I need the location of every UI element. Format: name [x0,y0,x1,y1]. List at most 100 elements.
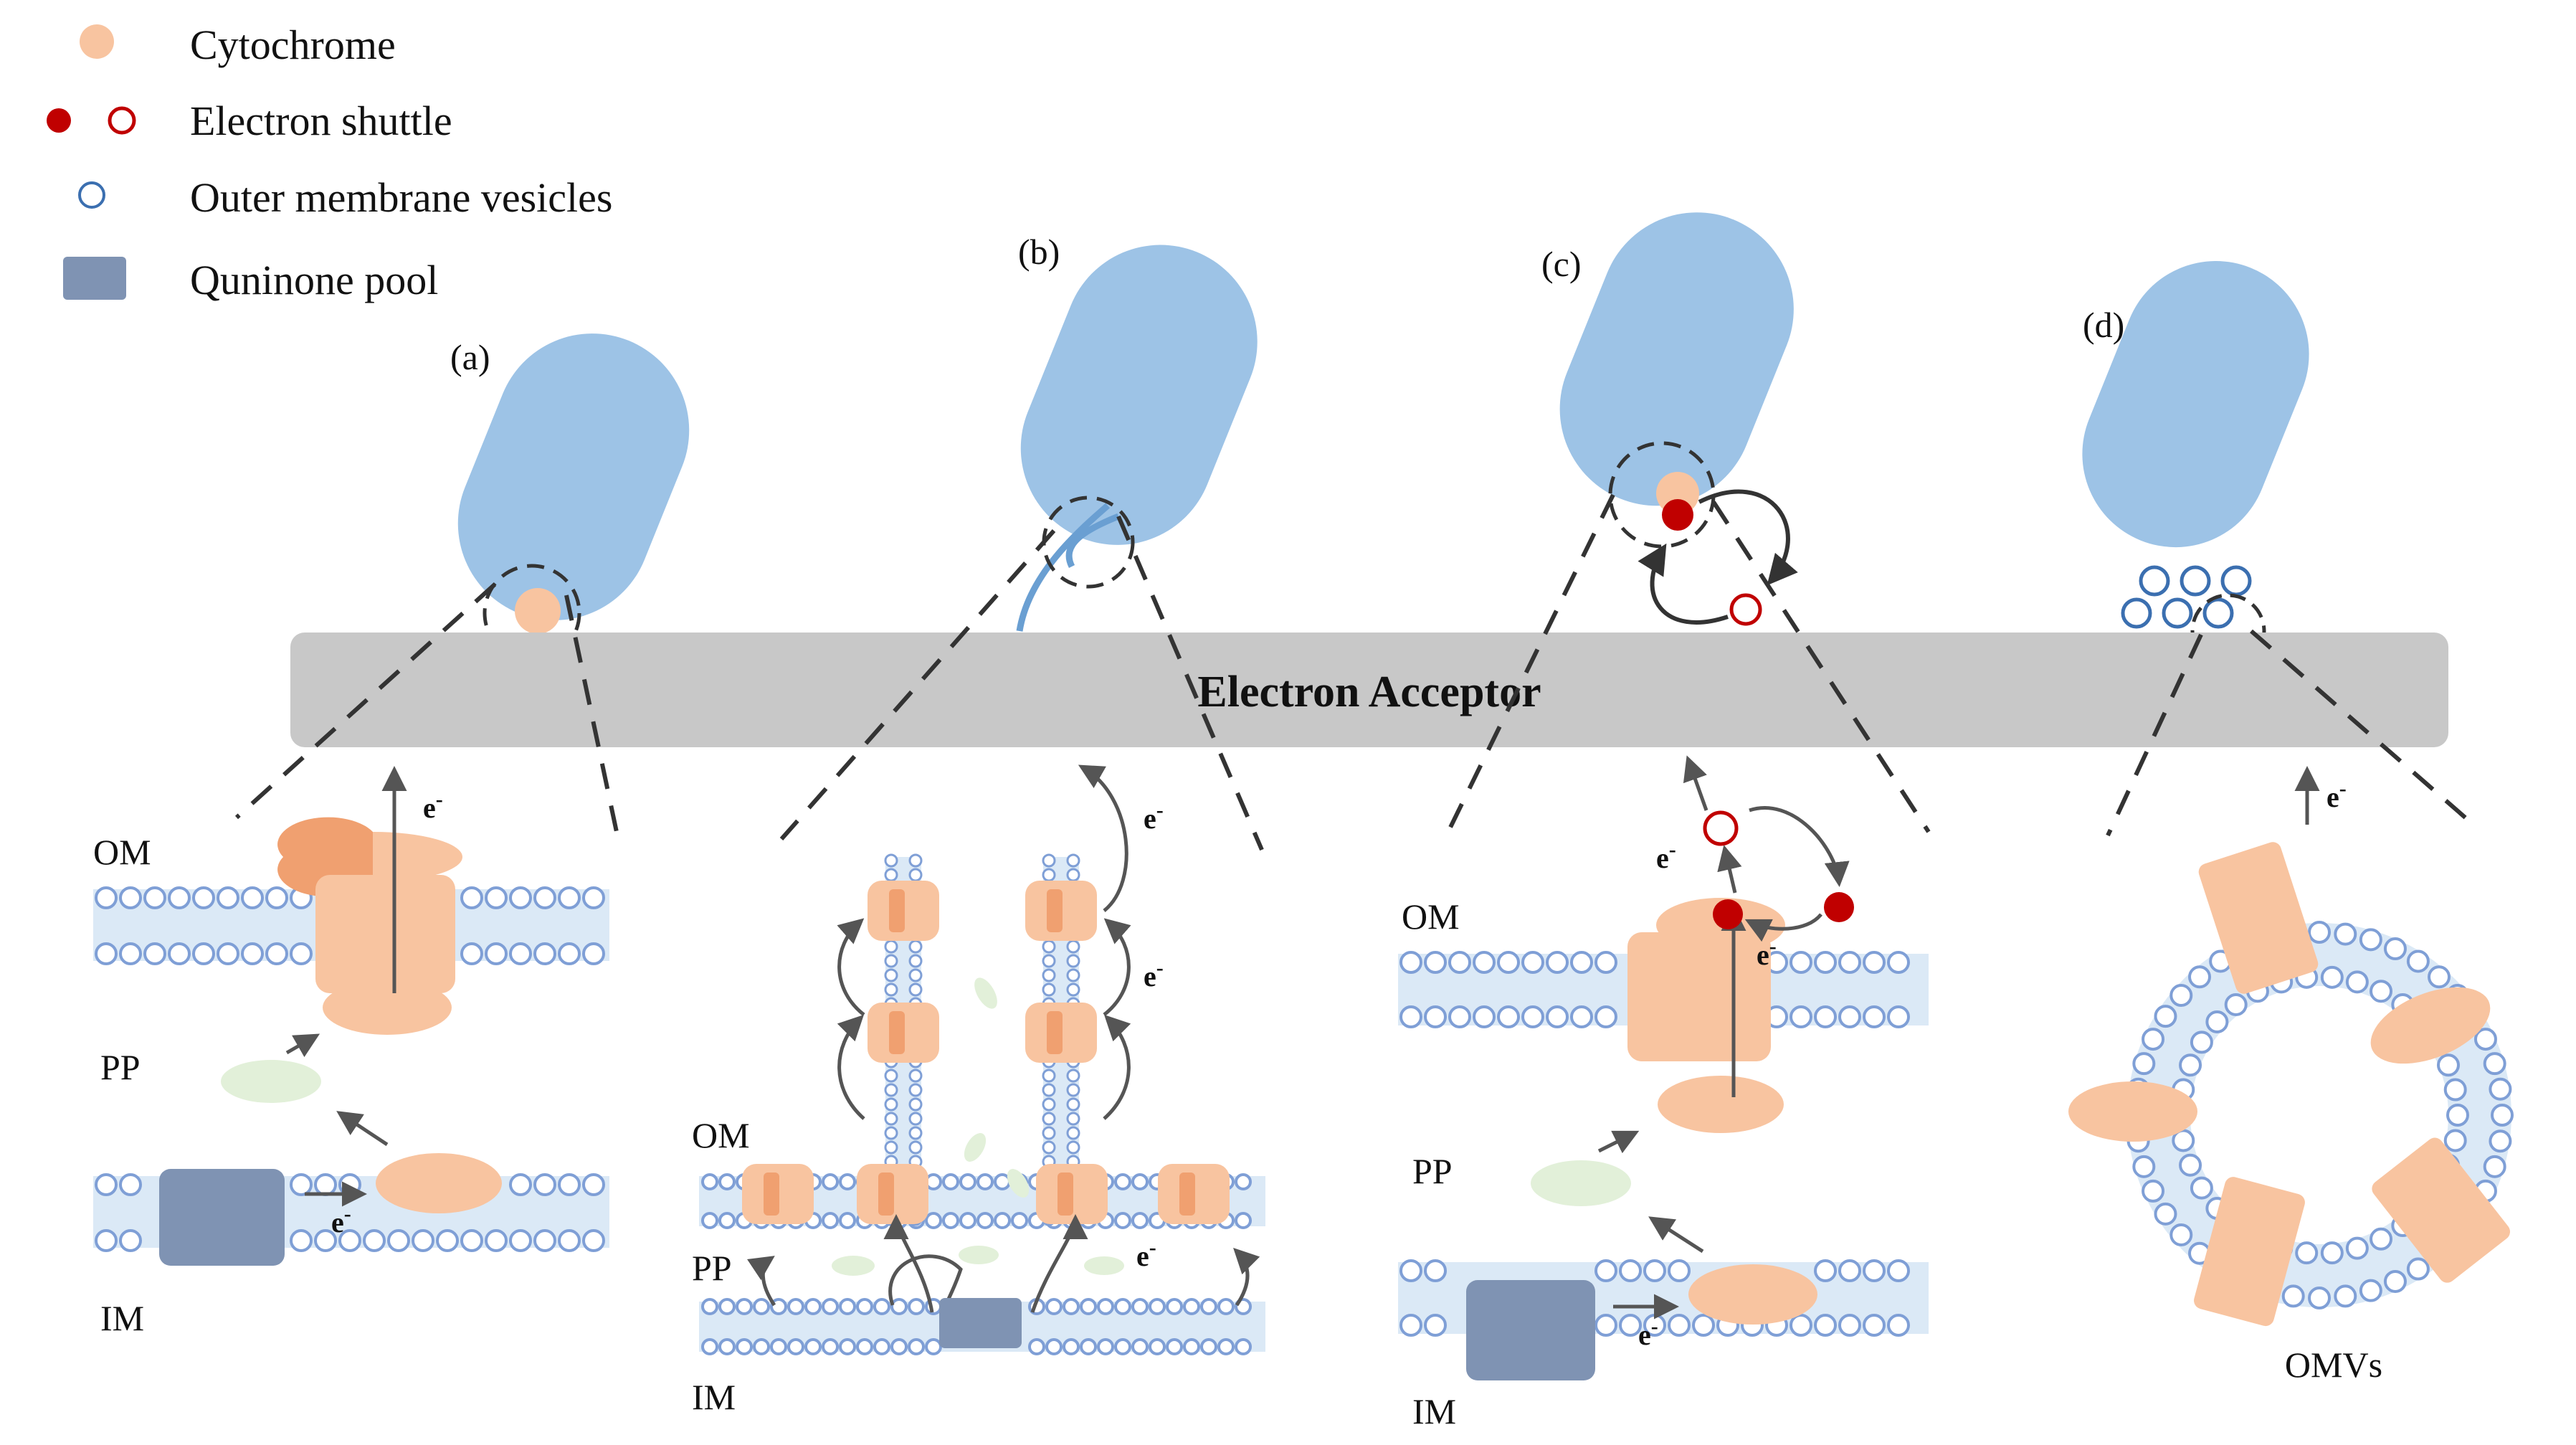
lipid-bead [2154,1202,2177,1226]
lipid-bead [363,1229,386,1252]
panel-a-im-protein [376,1153,502,1213]
lipid-bead [2483,1052,2506,1076]
lipid-bead [168,942,191,965]
lipid-bead [1497,951,1520,974]
lipid-bead [804,1298,822,1315]
panel-d-detail: e- OMVs [2068,766,2514,1385]
lipid-bead [192,886,215,909]
lipid-bead [770,1338,787,1355]
lipid-bead [884,1097,898,1112]
lipid-bead [1042,1083,1056,1097]
lipid-bead [558,942,581,965]
wire-cytochrome-heme [889,1011,905,1054]
lipid-bead [2188,965,2212,989]
lipid-bead [884,1126,898,1140]
lipid-bead [1814,951,1837,974]
panel-c-im-label: IM [1412,1391,1456,1431]
lipid-bead [2154,1005,2177,1028]
lipid-bead [2179,1153,2202,1177]
lipid-bead [119,1229,142,1252]
lipid-bead [509,1173,532,1196]
lipid-bead [1424,951,1447,974]
electron-acceptor-label: Electron Acceptor [1197,668,1541,716]
lipid-bead [2308,921,2331,944]
lipid-bead [1066,853,1080,868]
lipid-bead [884,968,898,982]
zoom-circle-c [1608,441,1716,549]
lipid-bead [314,1229,337,1252]
lipid-bead [1790,1005,1812,1028]
lipid-bead [2345,970,2369,994]
lipid-bead [1131,1173,1149,1190]
lipid-bead [701,1298,718,1315]
cell-c-shuttle-oxidized [1729,593,1762,626]
lipid-bead [95,886,118,909]
lipid-bead [1570,1005,1593,1028]
lipid-bead [1863,1259,1886,1282]
lipid-bead [1097,1338,1114,1355]
lipid-bead [884,1112,898,1126]
lipid-bead [1448,951,1471,974]
lipid-bead [1424,1005,1447,1028]
lipid-bead [1814,1314,1837,1337]
panel-a-electron-label-1: e- [423,787,443,824]
lipid-bead [290,1173,313,1196]
cell-c [1559,212,1798,626]
lipid-bead [119,942,142,965]
panel-b-quinone-pool [939,1298,1022,1348]
lipid-bead [1042,1112,1056,1126]
lipid-bead [2489,1077,2512,1101]
panel-c-shuttle-reduced-1 [1713,899,1743,929]
lipid-bead [1042,968,1056,982]
lipid-bead [976,1173,994,1190]
lipid-bead [1790,951,1812,974]
panel-b-electron-label-3: e- [1136,1236,1156,1272]
lipid-bead [2190,1031,2213,1054]
lipid-bead [1131,1338,1149,1355]
lipid-bead [217,886,239,909]
lipid-bead [942,1173,959,1190]
lipid-bead [1166,1338,1183,1355]
lipid-bead [787,1338,804,1355]
lipid-bead [1887,1259,1910,1282]
lipid-bead [192,942,215,965]
cell-a-cytochrome [515,588,561,634]
lipid-bead [1668,1314,1691,1337]
panel-label-c: (c) [1541,244,1582,284]
lipid-bead [533,1173,556,1196]
panel-label-d: (d) [2083,305,2124,345]
nanowire [1016,503,1110,632]
shuttle-cycle-arrow-2 [1698,489,1798,586]
lipid-bead [1097,1298,1114,1315]
legend-omv: Outer membrane vesicles [190,174,612,221]
cell-c-shuttle-reduced [1662,499,1693,531]
lipid-bead [2142,1028,2165,1051]
lipid-bead [2179,1053,2202,1077]
lipid-bead [485,886,508,909]
lipid-bead [890,1298,908,1315]
lipid-bead [1063,1338,1080,1355]
lipid-bead [1399,1005,1422,1028]
lipid-bead [1473,1005,1496,1028]
lipid-bead [2436,1053,2460,1077]
lipid-bead [1643,1259,1666,1282]
lipid-bead [856,1298,873,1315]
lipid-bead [1668,1259,1691,1282]
panel-a-im-label: IM [100,1298,144,1338]
lipid-bead [1399,1259,1422,1282]
panel-c-om-label: OM [1402,896,1460,937]
lipid-bead [787,1298,804,1315]
cell-d-omvs [2121,565,2252,629]
lipid-bead [1619,1259,1642,1282]
panel-a-quinone-pool [159,1169,285,1266]
wire-cytochrome-heme [1179,1172,1195,1216]
lipid-bead [908,939,923,954]
lipid-bead [2169,1223,2193,1246]
lipid-bead [2205,1010,2229,1033]
lipid-bead [95,1229,118,1252]
lipid-bead [1066,1112,1080,1126]
lipid-bead [942,1212,959,1229]
lipid-bead [1131,1298,1149,1315]
